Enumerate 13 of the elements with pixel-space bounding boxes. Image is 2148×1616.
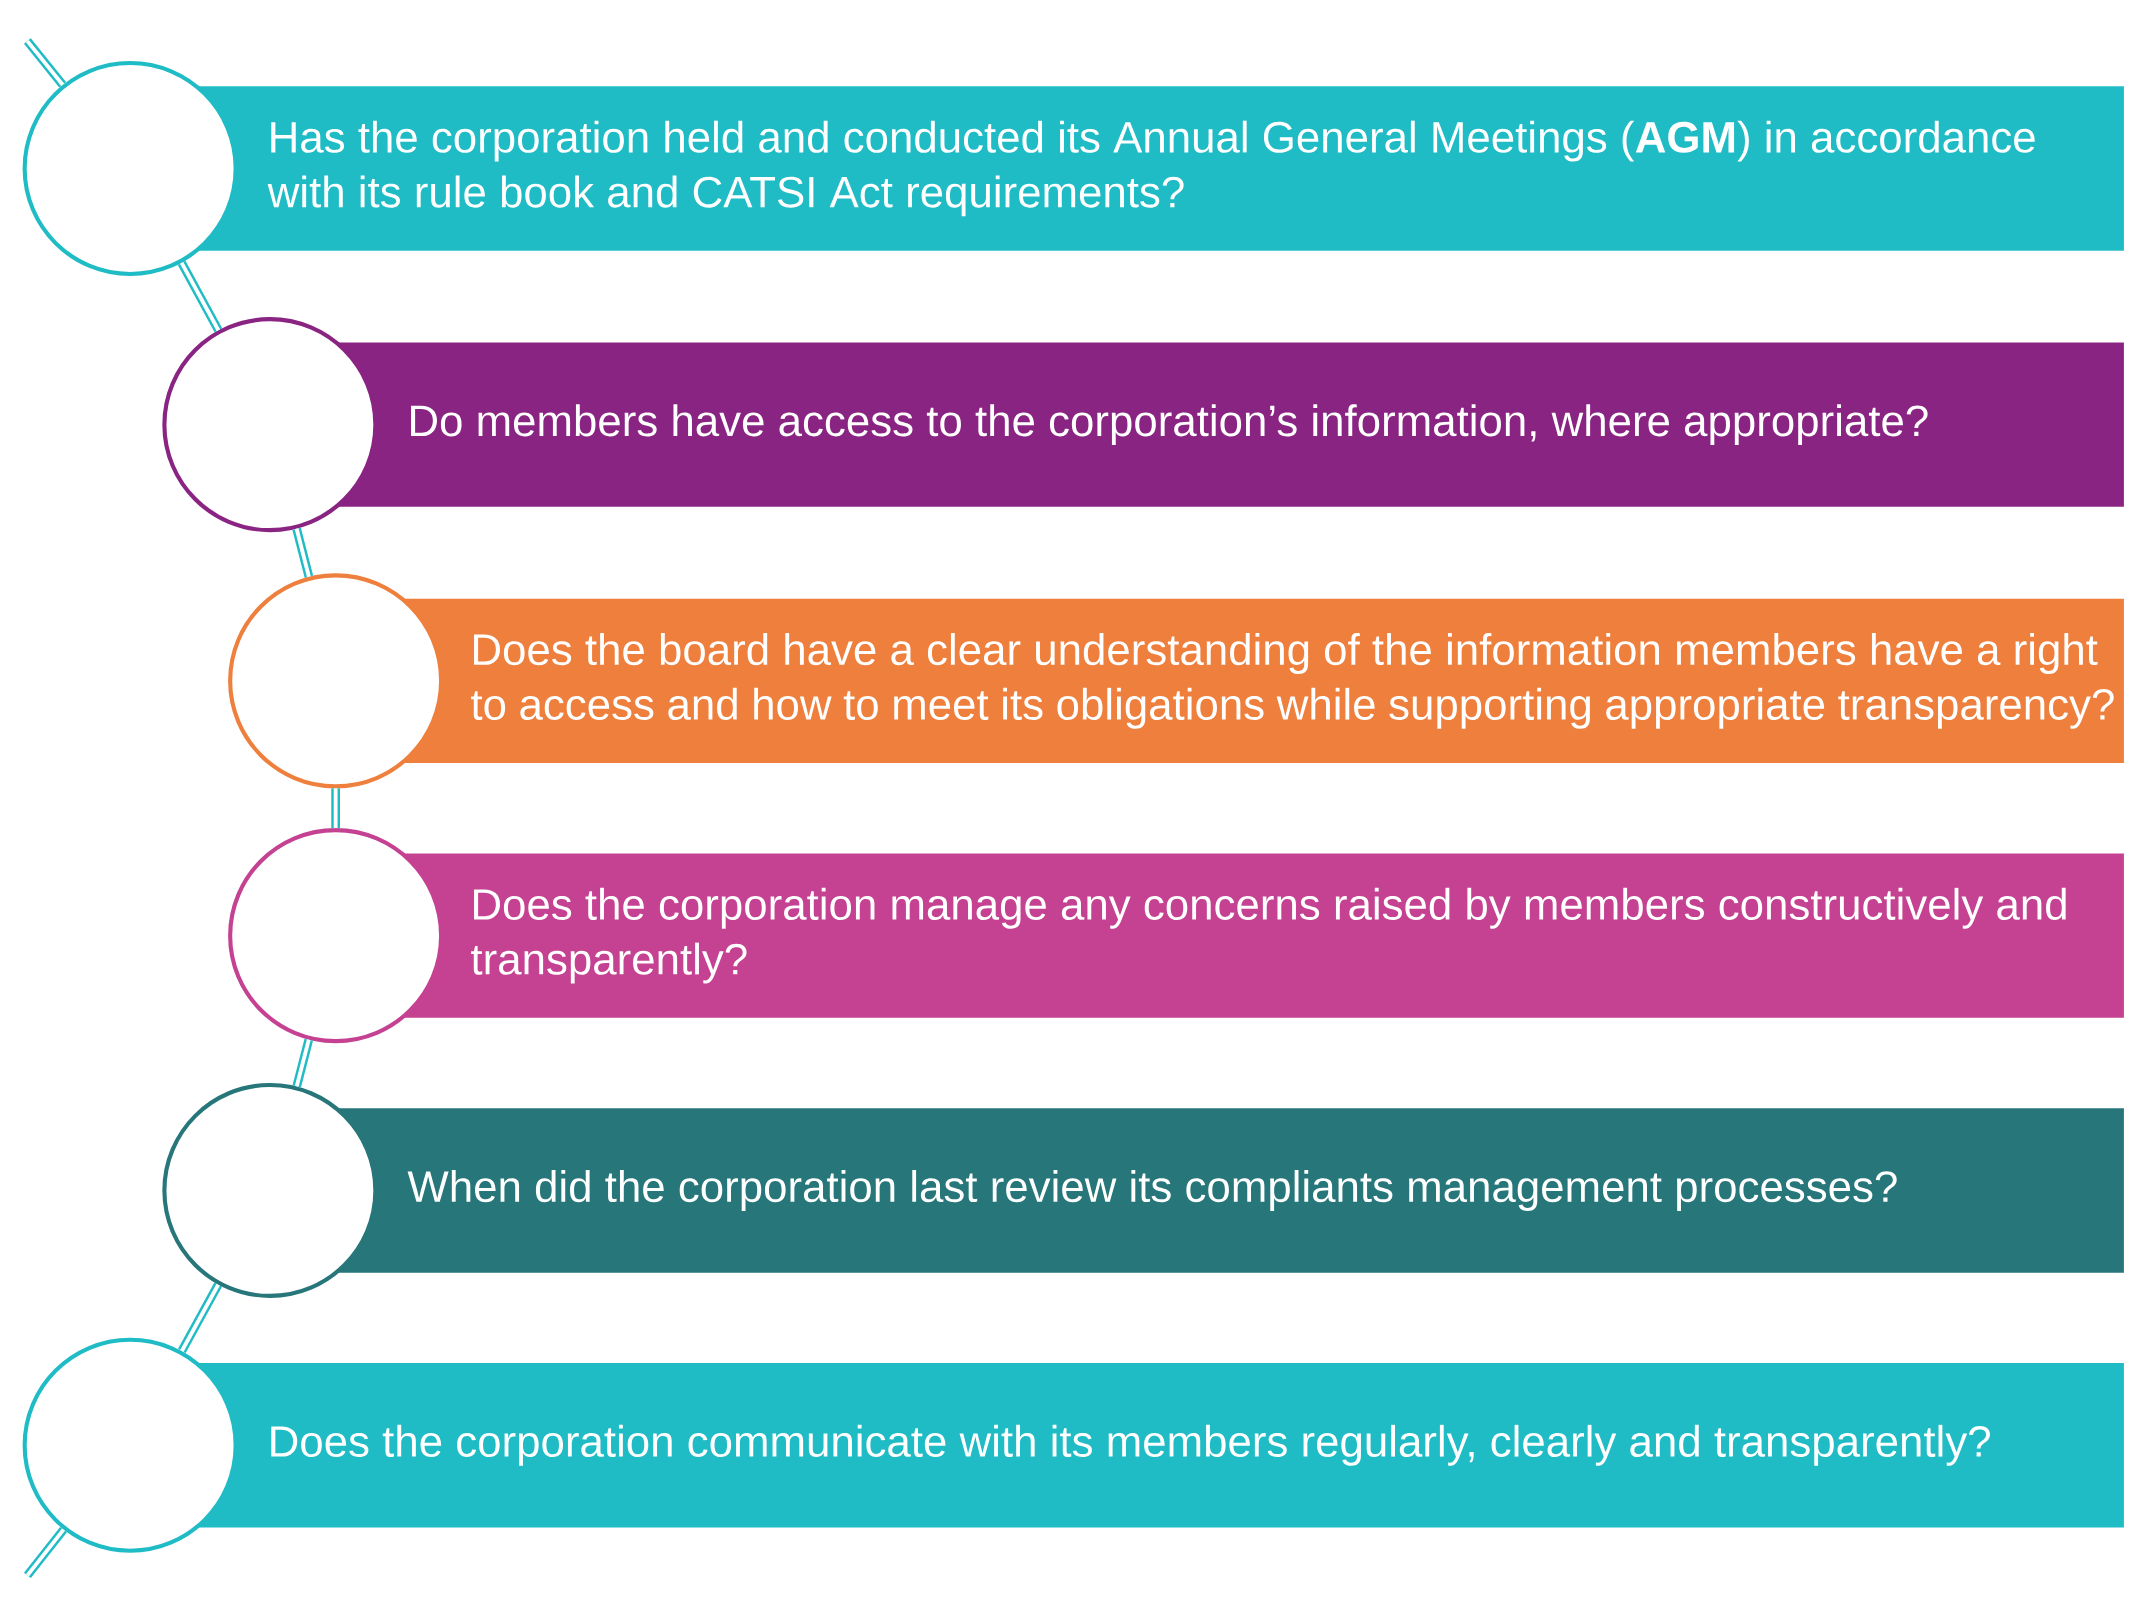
timeline-connector [331, 788, 340, 828]
timeline-connector [292, 527, 314, 578]
question-bar: Do members have access to the corporation’s information, where appropriate? [329, 342, 2124, 507]
timeline-connector [178, 1282, 223, 1353]
question-bar: Has the corporation held and conducted its Annual General Meetings (AGM) in accordance with its rule book and CATSI Act requirements? [192, 86, 2124, 251]
question-bar: Does the corporation communicate with its members regularly, clearly and transparently? [192, 1362, 2124, 1528]
question-bar: When did the corporation last review its compliants management processes? [329, 1108, 2124, 1273]
timeline-connector [177, 260, 223, 333]
timeline-connector [24, 38, 67, 88]
timeline-connector [292, 1038, 313, 1088]
question-bar: Does the corporation manage any concerns raised by members constructively and transparently? [397, 853, 2124, 1018]
timeline-connector [23, 1526, 67, 1578]
question-bar: Does the board have a clear understanding of the information members have a right to access and how to meet its obligations while supporting appropriate transparency? [397, 598, 2124, 763]
